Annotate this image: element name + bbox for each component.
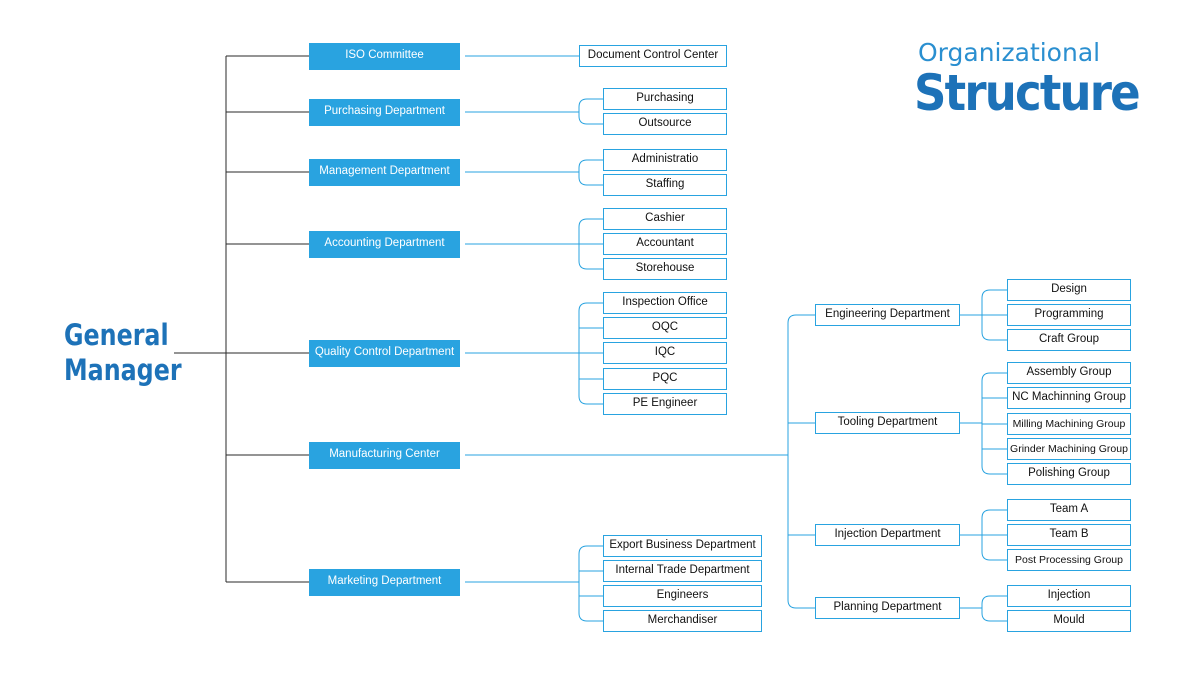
node-team-a: Team A	[1007, 499, 1131, 521]
node-team-b: Team B	[1007, 524, 1131, 546]
node-export-business-department: Export Business Department	[603, 535, 762, 557]
node-design: Design	[1007, 279, 1131, 301]
node-iqc: IQC	[603, 342, 727, 364]
title-line-2: Structure	[914, 64, 1141, 122]
node-pqc: PQC	[603, 368, 727, 390]
connector-management-department-branch-1	[578, 176, 603, 186]
dept-iso-committee: ISO Committee	[309, 42, 460, 70]
connector-tooling-department-branch-0	[981, 372, 1007, 382]
general-manager-node: General Manager	[64, 318, 182, 388]
general-manager-line-2: Manager	[64, 353, 182, 387]
dept-quality-control-department: Quality Control Department	[309, 339, 460, 367]
node-post-processing-group: Post Processing Group	[1007, 549, 1131, 571]
subdept-planning-department: Planning Department	[815, 597, 960, 619]
connector-management-department-branch-0	[578, 159, 603, 169]
node-staffing: Staffing	[603, 174, 727, 196]
connector-manufacturing-center-branch-3	[787, 599, 815, 609]
node-oqc: OQC	[603, 317, 727, 339]
node-pe-engineer: PE Engineer	[603, 393, 727, 415]
connector-quality-control-department-branch-4	[578, 395, 603, 405]
node-mould: Mould	[1007, 610, 1131, 632]
node-inspection-office: Inspection Office	[603, 292, 727, 314]
node-nc-machinning-group: NC Machinning Group	[1007, 387, 1131, 409]
subdept-injection-department: Injection Department	[815, 524, 960, 546]
connector-marketing-department-branch-3	[578, 612, 603, 622]
connector-quality-control-department-branch-0	[578, 302, 603, 312]
general-manager-line-1: General	[64, 318, 169, 352]
node-polishing-group: Polishing Group	[1007, 463, 1131, 485]
node-grinder-machining-group: Grinder Machining Group	[1007, 438, 1131, 460]
node-cashier: Cashier	[603, 208, 727, 230]
dept-accounting-department: Accounting Department	[309, 230, 460, 258]
node-programming: Programming	[1007, 304, 1131, 326]
node-injection: Injection	[1007, 585, 1131, 607]
title-line-1: Organizational	[918, 38, 1101, 67]
node-internal-trade-department: Internal Trade Department	[603, 560, 762, 582]
connector-accounting-department-branch-0	[578, 218, 603, 228]
connector-marketing-department-branch-0	[578, 545, 603, 555]
subdept-engineering-department: Engineering Department	[815, 304, 960, 326]
node-outsource: Outsource	[603, 113, 727, 135]
node-document-control-center: Document Control Center	[579, 45, 727, 67]
node-accountant: Accountant	[603, 233, 727, 255]
node-administratio: Administratio	[603, 149, 727, 171]
connector-planning-department-branch-0	[981, 595, 1007, 605]
connector-injection-department-branch-2	[981, 551, 1007, 561]
node-merchandiser: Merchandiser	[603, 610, 762, 632]
connector-planning-department-branch-1	[981, 612, 1007, 622]
connector-manufacturing-center-branch-0	[787, 314, 815, 324]
connector-engineering-department-branch-2	[981, 331, 1007, 341]
node-assembly-group: Assembly Group	[1007, 362, 1131, 384]
subdept-tooling-department: Tooling Department	[815, 412, 960, 434]
connector-injection-department-branch-0	[981, 509, 1007, 519]
node-storehouse: Storehouse	[603, 258, 727, 280]
connector-purchasing-department-branch-1	[578, 115, 603, 125]
connector-engineering-department-branch-0	[981, 289, 1007, 299]
node-engineers: Engineers	[603, 585, 762, 607]
dept-management-department: Management Department	[309, 158, 460, 186]
node-purchasing: Purchasing	[603, 88, 727, 110]
dept-marketing-department: Marketing Department	[309, 568, 460, 596]
connector-tooling-department-branch-4	[981, 465, 1007, 475]
node-craft-group: Craft Group	[1007, 329, 1131, 351]
dept-manufacturing-center: Manufacturing Center	[309, 441, 460, 469]
dept-purchasing-department: Purchasing Department	[309, 98, 460, 126]
connector-purchasing-department-branch-0	[578, 98, 603, 108]
connector-accounting-department-branch-2	[578, 260, 603, 270]
node-milling-machining-group: Milling Machining Group	[1007, 413, 1131, 435]
